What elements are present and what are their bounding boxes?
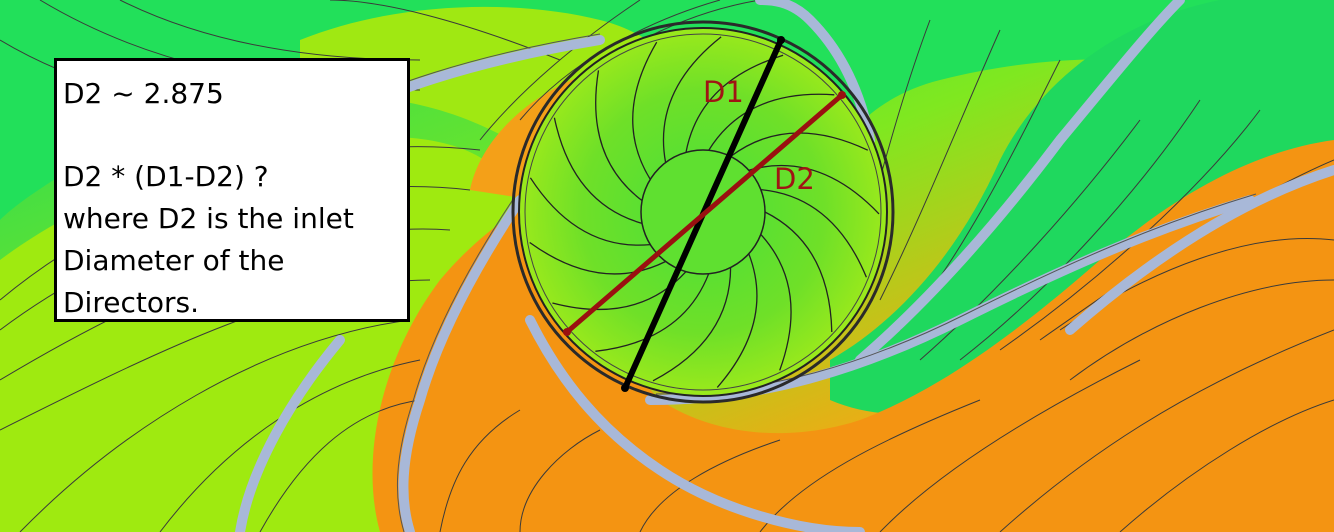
impeller-blade xyxy=(553,117,643,225)
note-line-4: Diameter of the xyxy=(63,244,285,277)
impeller-blade xyxy=(595,273,710,352)
impeller-blade xyxy=(685,54,784,153)
note-line-5: Directors. xyxy=(63,286,199,319)
impeller-blade xyxy=(764,211,833,333)
annotation-box: D2 ~ 2.875 D2 * (D1-D2) ? where D2 is th… xyxy=(54,58,410,322)
note-line-2: D2 * (D1-D2) ? xyxy=(63,160,269,193)
d2-label: D2 xyxy=(774,162,815,196)
impeller-blade xyxy=(595,70,643,202)
impeller-blade xyxy=(760,233,792,371)
impeller-blade xyxy=(529,241,666,275)
flow-region-green-right xyxy=(830,0,1334,415)
impeller-outer-ring xyxy=(511,20,895,404)
impeller-blade xyxy=(716,253,758,388)
note-line-1: D2 ~ 2.875 xyxy=(63,77,224,110)
impeller-blade xyxy=(748,164,880,215)
impeller-blade xyxy=(760,188,868,278)
impeller-blade xyxy=(632,41,658,180)
note-spacer xyxy=(63,115,401,156)
d2-endpoint-top xyxy=(838,91,846,99)
impeller-blade xyxy=(652,267,732,382)
note-line-3: where D2 is the inlet xyxy=(63,202,354,235)
d1-endpoint-bottom xyxy=(621,384,629,392)
d1-label: D1 xyxy=(703,75,744,109)
impeller-blade xyxy=(529,177,651,246)
flow-region-green-top xyxy=(0,0,1334,230)
impeller-inner-ring xyxy=(524,33,882,391)
impeller-blade xyxy=(708,93,835,151)
d1-endpoint-top xyxy=(777,36,785,44)
d2-endpoint-bottom xyxy=(563,328,571,336)
impeller-blade xyxy=(662,36,722,163)
d2-diameter-line xyxy=(565,93,844,334)
